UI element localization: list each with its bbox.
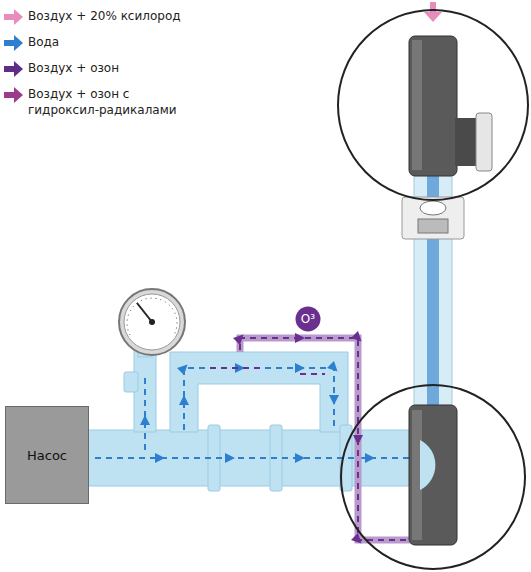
legend-label: Воздух + озон: [28, 61, 188, 77]
water-flow: [95, 368, 430, 458]
chemical-label: O³: [301, 312, 315, 326]
legend-arrows: [4, 9, 23, 103]
legend-label: Воздух + 20% ксилород: [28, 9, 188, 25]
pipework: [88, 350, 433, 491]
pump-box: Насос: [5, 406, 89, 504]
ozone-line: [210, 338, 420, 540]
pressure-gauge: [119, 289, 185, 357]
ozone-circle: O³: [295, 306, 321, 332]
uv-reactor: [338, 2, 528, 569]
legend-label: Воздух + озон с гидроксил-радикалами: [28, 87, 188, 118]
node-label: Насос: [27, 448, 67, 463]
legend-label: Вода: [28, 35, 188, 51]
